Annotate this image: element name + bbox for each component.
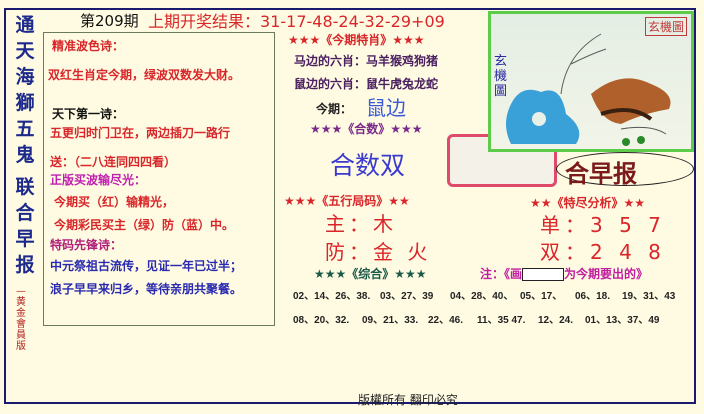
poem-line: 浪子早早来归乡，等待亲朋共聚餐。 [50, 282, 243, 296]
rat-side-zodiacs: 鼠边的六肖：鼠牛虎兔龙蛇 [294, 77, 439, 91]
heshu-value: 合数双 [330, 151, 406, 180]
note: 注：《画 为今期要出的》 [480, 265, 648, 282]
poem-heading-wave: 精准波色诗： [52, 39, 125, 53]
zonghe-heading: ★★★《综合》★★★ [314, 267, 427, 281]
side-char: 早 [15, 228, 35, 250]
number-group: 02、14、26、38. [293, 291, 371, 302]
poem-box [43, 32, 275, 326]
number-group: 03、27、39 [380, 291, 434, 302]
number-group: 22、46. [428, 315, 464, 326]
side-char: 五 [15, 118, 35, 140]
poem-heading-wave-buy: 正版买波输尽光： [50, 173, 147, 187]
side-subtitle: —黄金會員版 [16, 286, 26, 352]
brand-ellipse [556, 152, 694, 186]
mystery-picture: 玄機圖 玄機圖 [488, 11, 694, 152]
copyright-footer: 版權所有 翻印必究 [358, 393, 458, 407]
number-group: 09、21、33. [362, 315, 419, 326]
weishu-even: 双：2 4 8 [540, 240, 666, 264]
number-group: 08、20、32. [293, 315, 350, 326]
side-title: 通 天 海 獅 五 鬼 联 合 早 报 [12, 12, 38, 278]
number-group: 05、17、 [520, 291, 563, 302]
bird-rock-illustration [506, 33, 671, 146]
number-group: 19、31、43 [622, 291, 676, 302]
note-suffix: 为今期要出的》 [564, 267, 649, 281]
this-period-value: 鼠边 [366, 96, 406, 120]
poem-line: 今期买（红）输精光， [54, 195, 175, 209]
side-char: 鬼 [15, 144, 35, 166]
wuxing-heading: ★★★《五行局码》★★ [284, 194, 410, 208]
weishu-heading: ★★《特尽分析》★★ [530, 196, 646, 210]
picture-stamp: 玄機圖 [644, 17, 687, 36]
side-char: 合 [15, 202, 35, 224]
weishu-odd: 单：3 5 7 [540, 213, 666, 237]
number-group: 01、13、37、49 [585, 315, 660, 326]
poem-line: 送：（二八连同四四看） [50, 155, 177, 169]
picture-label: 玄機圖 [494, 54, 508, 99]
last-result: 上期开奖结果：31-17-48-24-32-29+09 [148, 8, 445, 32]
side-char: 通 [15, 14, 35, 36]
wuxing-guard: 防：金 火 [325, 240, 432, 264]
side-char: 天 [15, 40, 35, 62]
poem-line: 五更归时门卫在，两边插刀一路行 [50, 126, 231, 140]
number-group: 06、18. [575, 291, 611, 302]
side-char: 报 [15, 254, 35, 276]
this-period-label: 今期： [316, 102, 353, 116]
issue-number: 第209期 [80, 12, 139, 30]
result-numbers: 31-17-48-24-32-29+09 [260, 12, 445, 31]
side-char: 海 [15, 66, 35, 88]
side-char: 獅 [15, 92, 35, 114]
poem-heading-first: 天下第一诗： [52, 107, 125, 121]
note-box [522, 268, 565, 281]
heshu-heading: ★★★《合数》★★★ [310, 122, 423, 136]
tezhao-heading: ★★★《今期特肖》★★★ [288, 33, 425, 47]
brand-title: 合早报 [565, 160, 637, 188]
number-group: 04、28、40、 [450, 291, 514, 302]
number-group: 12、24. [538, 315, 574, 326]
horse-side-zodiacs: 马边的六肖：马羊猴鸡狗猪 [294, 54, 439, 68]
result-label: 上期开奖结果： [148, 12, 261, 31]
side-char: 联 [15, 176, 35, 198]
page-border [4, 8, 696, 404]
poem-heading-special: 特码先锋诗： [50, 238, 123, 252]
poem-line: 今期彩民买主（绿）防（蓝）中。 [54, 218, 235, 232]
wuxing-main: 主：木 [325, 212, 397, 236]
number-group: 11、35 47. [477, 315, 526, 326]
poem-line: 双红生肖定今期，绿波双数发大财。 [48, 68, 241, 82]
poem-line: 中元祭祖古流传，见证一年已过半； [50, 259, 243, 273]
note-prefix: 注：《画 [480, 267, 523, 281]
